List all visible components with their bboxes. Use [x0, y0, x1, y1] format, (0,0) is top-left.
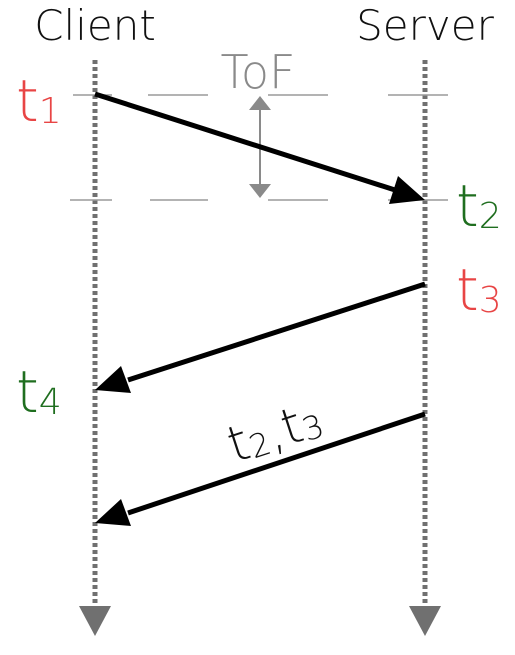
client-lifeline-arrowhead	[79, 606, 111, 636]
response-arrow	[95, 281, 426, 393]
server-title: Server	[356, 1, 494, 50]
server-lifeline-arrowhead	[409, 606, 441, 636]
tof-label: ToF	[221, 45, 296, 99]
timestamp-t3: t3	[456, 256, 502, 324]
timestamp-t4: t4	[16, 358, 62, 426]
timestamp-message-arrow	[95, 411, 426, 526]
request-arrow	[94, 91, 425, 204]
client-title: Client	[34, 1, 156, 50]
timestamp-t2: t2	[456, 172, 502, 240]
timestamp-t1: t1	[16, 67, 62, 135]
